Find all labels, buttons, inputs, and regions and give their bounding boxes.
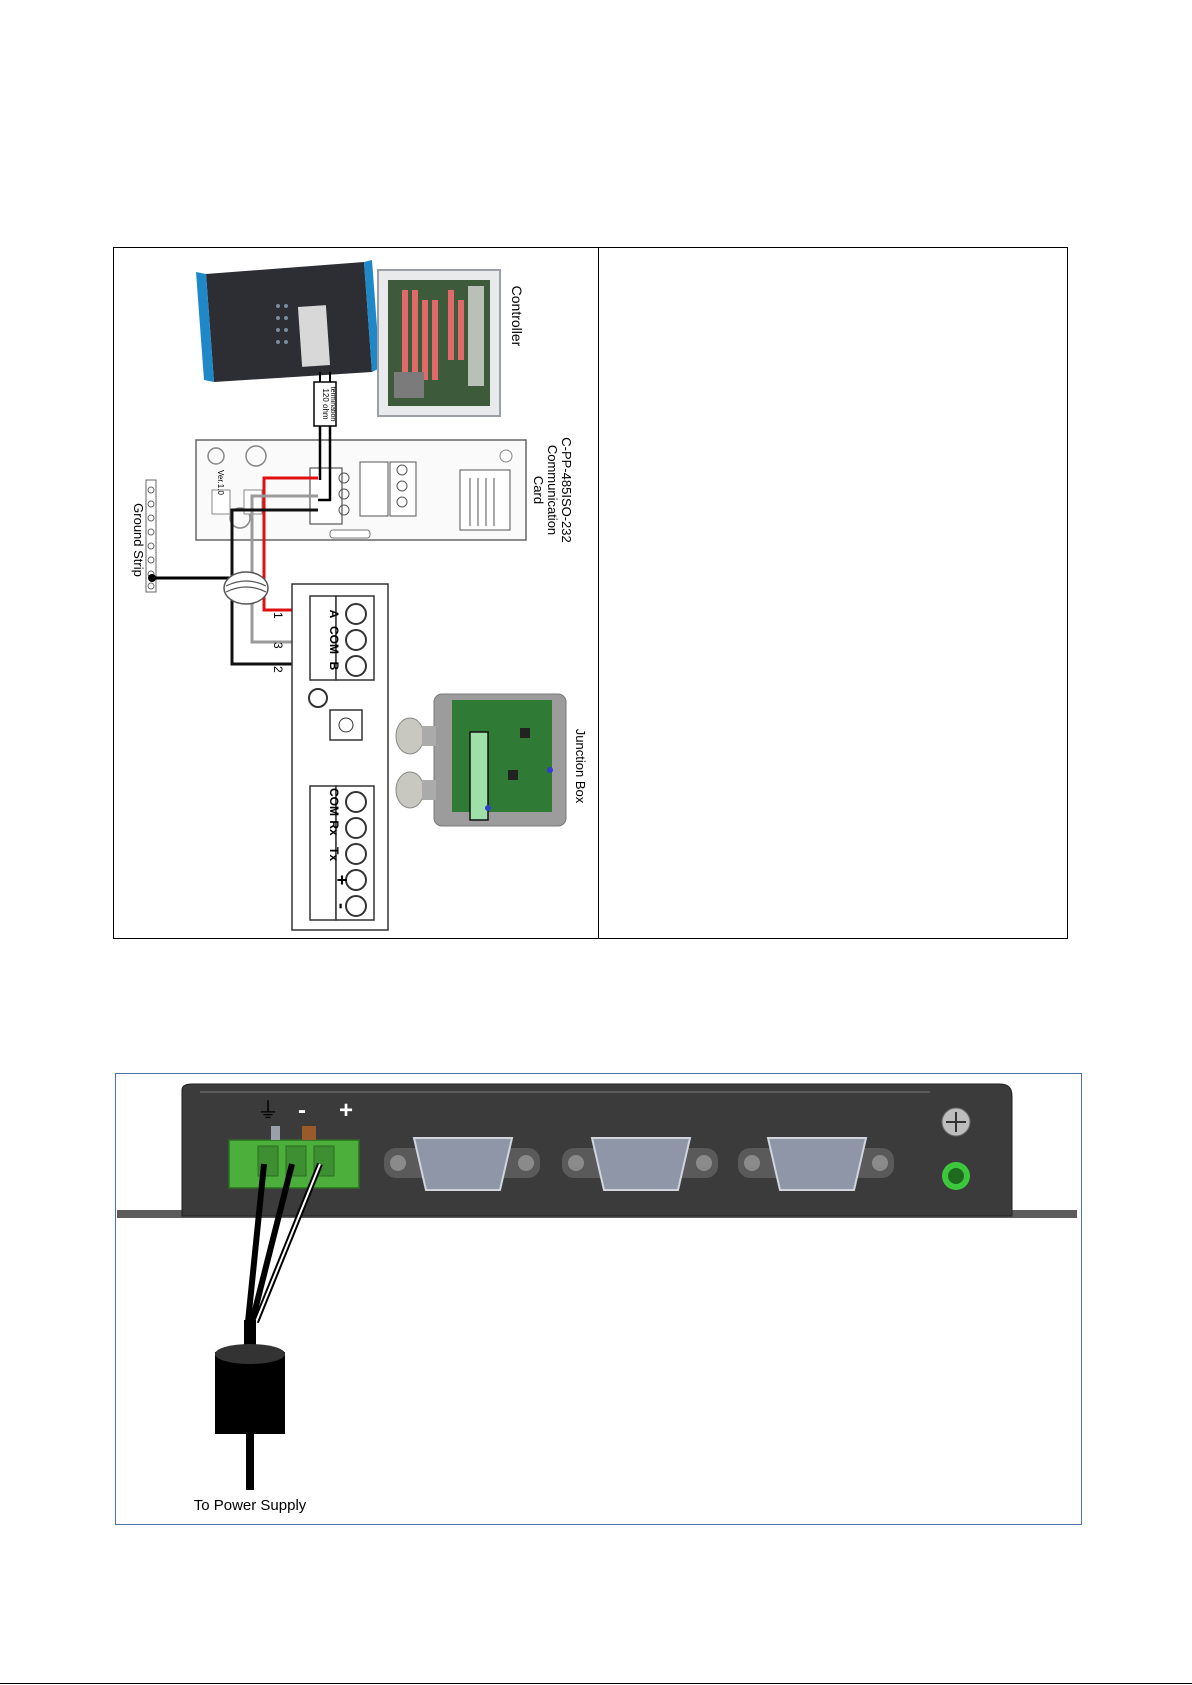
termination-label-2: termination — [329, 387, 336, 422]
termination-label-1: 120 ohm — [321, 388, 330, 419]
wire-number-com: 3 — [271, 642, 285, 649]
termination-resistor: 120 ohm termination — [314, 372, 336, 426]
terminal-plus-label: + — [332, 875, 352, 886]
junction-box-label: Junction Box — [573, 729, 588, 804]
card-label-2: Communication — [545, 445, 560, 535]
controller-label: Controller — [509, 286, 525, 347]
terminal-a-label: A — [327, 610, 341, 619]
card-version: Ver.1.0 — [216, 470, 225, 495]
controller-open-box — [378, 270, 500, 416]
junction-box — [396, 694, 566, 826]
ground-strip-label: Ground Strip — [131, 503, 146, 577]
terminal-rx-label: Rx — [327, 820, 341, 836]
card-label-3: Card — [531, 476, 546, 504]
ground-strip — [146, 480, 156, 592]
page-bottom-rule — [0, 1683, 1192, 1684]
communication-card: Ver.1.0 — [196, 440, 526, 540]
terminal-com-label: COM — [327, 626, 341, 654]
wire-number-a: 1 — [271, 612, 285, 619]
terminal-b-label: B — [327, 662, 341, 671]
card-label-1: C-PP-485ISO-232 — [559, 437, 574, 543]
wire-number-b: 2 — [271, 666, 285, 673]
device-diagram-frame — [115, 1073, 1082, 1525]
terminal-tx-label: Tx — [327, 847, 341, 861]
controller-panel — [196, 260, 380, 382]
terminal-power-com-label: COM — [327, 788, 341, 816]
terminal-minus-label: - — [332, 903, 352, 909]
